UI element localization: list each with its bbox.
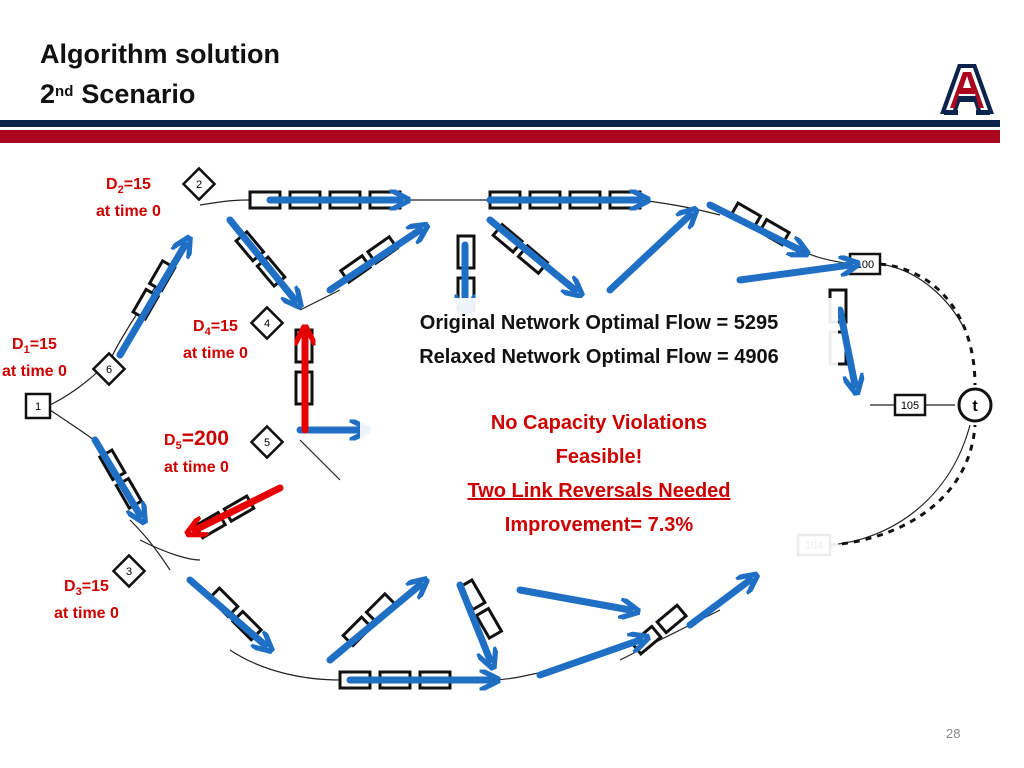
svg-text:t: t [972, 398, 978, 415]
node-1: 1 [24, 392, 52, 420]
header-rule-blue [0, 120, 1000, 127]
results-panel: Original Network Optimal Flow = 5295 Rel… [360, 298, 838, 570]
link-reversal-text: Two Link Reversals Needed [467, 480, 731, 502]
capacity-text: No Capacity Violations [490, 412, 708, 434]
sink-node: t [957, 387, 993, 423]
reversal-arrows [195, 335, 305, 530]
demand-label-d1: D1=15 at time 0 [2, 336, 67, 381]
node-105: 105 [893, 393, 927, 417]
demand-label-d2: D2=15 at time 0 [96, 176, 161, 221]
relaxed-flow-text: Relaxed Network Optimal Flow = 4906 [419, 346, 779, 368]
university-a-logo-icon [940, 64, 994, 115]
node-2: 2 [181, 166, 217, 202]
demand-label-d5: D5=200 at time 0 [164, 427, 229, 477]
node-100: 100 [848, 252, 882, 276]
node-6: 6 [91, 351, 127, 387]
svg-text:2: 2 [196, 179, 202, 191]
network-nodes: 1 2 4 5 3 6 100 105 104 t [24, 166, 993, 589]
node-5: 5 [249, 424, 285, 460]
svg-text:105: 105 [901, 400, 919, 412]
svg-text:5: 5 [264, 437, 270, 449]
node-3: 3 [111, 553, 147, 589]
svg-text:3: 3 [126, 566, 132, 578]
improvement-text: Improvement= 7.3% [504, 514, 694, 536]
original-flow-text: Original Network Optimal Flow = 5295 [419, 312, 779, 334]
dashed-sink-links [829, 262, 977, 547]
title-line-1: Algorithm solution [40, 39, 280, 69]
demand-label-d4: D4=15 at time 0 [183, 318, 248, 363]
page-number: 28 [946, 726, 961, 741]
feasible-text: Feasible! [555, 446, 643, 468]
header-rule-red [0, 130, 1000, 143]
svg-text:4: 4 [264, 318, 270, 330]
node-4: 4 [249, 305, 285, 341]
svg-text:6: 6 [106, 364, 112, 376]
network-diagram: 1 2 4 5 3 6 100 105 104 t [24, 166, 993, 710]
svg-text:100: 100 [856, 259, 874, 271]
flow-arrows [91, 200, 855, 680]
demand-label-d3: D3=15 at time 0 [54, 578, 119, 623]
svg-text:1: 1 [35, 401, 41, 413]
